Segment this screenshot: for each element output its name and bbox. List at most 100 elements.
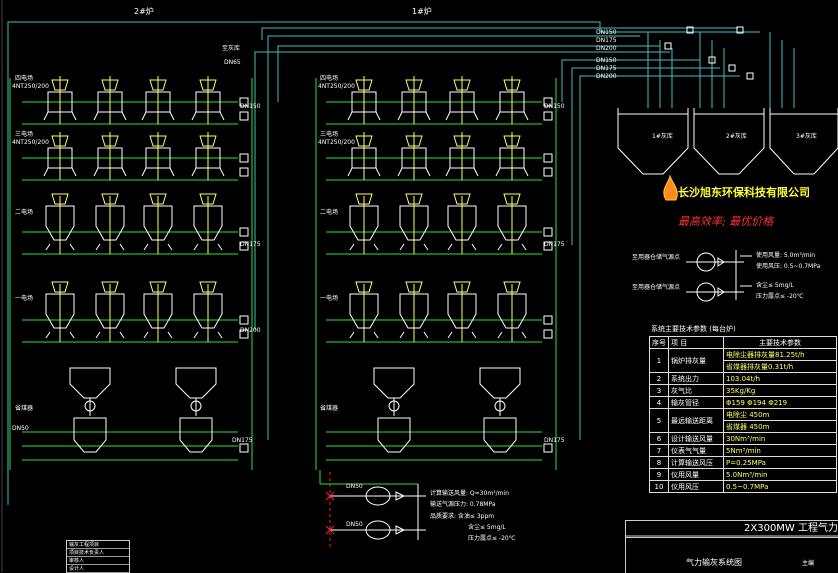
pump-legs <box>93 167 127 177</box>
inlet-valve-icon <box>355 193 373 205</box>
main-pipe-8 <box>254 51 670 330</box>
ash-vessel <box>497 293 527 329</box>
vessel-legs <box>399 243 429 251</box>
vessel-legs <box>45 331 75 339</box>
label-row2-sub: 4NT250/200 <box>12 139 49 146</box>
economizer-hopper <box>479 367 521 399</box>
spec-cell: 1 <box>649 348 669 373</box>
tag-dn200-r4: DN200 <box>240 327 261 334</box>
hopper-valve-icon <box>494 400 506 412</box>
economizer-pump <box>483 417 517 453</box>
spec-cell: 仪用风压 <box>668 480 724 493</box>
ash-vessel <box>399 293 429 329</box>
vessel-legs <box>45 243 75 251</box>
line-valve-icon <box>239 153 249 163</box>
title-right-a: 主编 <box>802 560 815 567</box>
silo1-label: 1#灰库 <box>652 133 673 140</box>
spec-cell: 9 <box>649 468 669 481</box>
inlet-valve-icon <box>405 135 423 147</box>
economizer-pump <box>179 417 213 453</box>
spec-row: 3 灰气比 35Kg/Kg <box>649 384 837 397</box>
line-valve-icon <box>239 315 249 325</box>
spec-cell: 最远输送距离 <box>668 408 724 433</box>
vessel-legs <box>95 243 125 251</box>
pump-legs <box>191 167 225 177</box>
inlet-valve-icon <box>503 135 521 147</box>
ash-pump-small <box>351 147 377 169</box>
spec-cell: 5 <box>649 408 669 433</box>
ash-vessel <box>447 205 477 241</box>
pump-legs <box>141 167 175 177</box>
pump-legs <box>347 111 381 121</box>
conveying-pipes <box>7 21 795 548</box>
spec-row: 5 最远输送距离 电除尘 450m <box>649 408 837 433</box>
ash-vessel <box>143 293 173 329</box>
pump-legs <box>43 167 77 177</box>
spec-cell: 3 <box>649 384 669 397</box>
air-spec-leader <box>740 255 752 287</box>
pump-legs <box>141 111 175 121</box>
spec-row: 6 设计输送风量 30Nm³/min <box>649 432 837 445</box>
economizer-hopper <box>69 367 111 399</box>
spec-cell: 30Nm³/min <box>723 432 837 445</box>
sig-row: 输灰工程项目 <box>67 541 129 549</box>
drawing-title: 气力输灰系统图 <box>686 558 742 567</box>
company-name: 长沙旭东环保科技有限公司 <box>678 186 810 199</box>
label-row1-f1: 四电场 <box>320 75 339 82</box>
sig-row: 审核人 <box>67 557 129 565</box>
main-pipe-4 <box>561 59 700 102</box>
economizer-pump <box>73 417 107 453</box>
signature-block: 输灰工程项目 项目技术负责人 审核人 设计人 <box>66 540 130 573</box>
spec-row: 1 锅炉排灰量 电除尘器排灰量81.25t/h <box>649 348 837 373</box>
pipe-valve-icon <box>708 56 716 64</box>
pipe-valve-icon <box>736 26 744 34</box>
inlet-valve-icon <box>503 193 521 205</box>
tag-dn150-b: DN150 <box>596 57 617 64</box>
air-valve-icon <box>717 257 725 267</box>
ash-pump-small <box>449 147 475 169</box>
spec-cell: 系统出力 <box>668 372 724 385</box>
tag-dn50-air1: DN50 <box>346 483 363 490</box>
bottom-air-b: 输送气源压力: 0.78MPa <box>430 501 496 508</box>
ash-vessel <box>349 205 379 241</box>
line-valve-icon <box>239 443 249 453</box>
line-valve-icon <box>239 167 249 177</box>
line-valve-icon <box>543 443 553 453</box>
ash-vessel <box>497 205 527 241</box>
line-valve-icon <box>543 111 553 121</box>
spec-row: 7 仪表气气量 5Nm³/min <box>649 444 837 457</box>
tag-dn175-b: DN175 <box>596 65 617 72</box>
spec-cell: 5Nm³/min <box>723 444 837 457</box>
pipe-valve-icon <box>686 26 694 34</box>
ash-pump-small <box>145 91 171 113</box>
main-pipe-5 <box>571 67 720 245</box>
ash-pump-small <box>401 91 427 113</box>
spec-cell: 8 <box>649 456 669 469</box>
inlet-valve-icon <box>355 79 373 91</box>
company-logo <box>663 174 678 201</box>
spec-row: 2 系统出力 103.04t/h <box>649 372 837 385</box>
pipe-valve-icon <box>728 64 736 72</box>
vessel-legs <box>349 243 379 251</box>
inlet-valve-icon <box>503 79 521 91</box>
inlet-valve-icon <box>51 79 69 91</box>
tag-dn175-r5: DN175 <box>232 437 253 444</box>
inlet-valve-icon <box>101 135 119 147</box>
inlet-valve-icon <box>199 79 217 91</box>
ash-silo <box>693 108 765 175</box>
vessel-legs <box>447 331 477 339</box>
inlet-valve-icon <box>199 135 217 147</box>
vessel-legs <box>497 243 527 251</box>
economizer-pump <box>377 417 411 453</box>
spec-cell: 电除尘 450m <box>723 408 837 421</box>
silo3-label: 3#灰库 <box>796 133 817 140</box>
ash-pump-small <box>47 147 73 169</box>
spec-row: 8 计算输送风压 P=0.25MPa <box>649 456 837 469</box>
inlet-valve-icon <box>355 135 373 147</box>
inlet-valve-icon <box>453 193 471 205</box>
spec-table-title: 系统主要技术参数 (每台炉) <box>651 325 736 333</box>
spec-cell: 5.0Nm³/min <box>723 468 837 481</box>
air-line1: 至用器仓储气源点 <box>632 254 681 261</box>
bottom-valve-icon <box>395 491 406 501</box>
